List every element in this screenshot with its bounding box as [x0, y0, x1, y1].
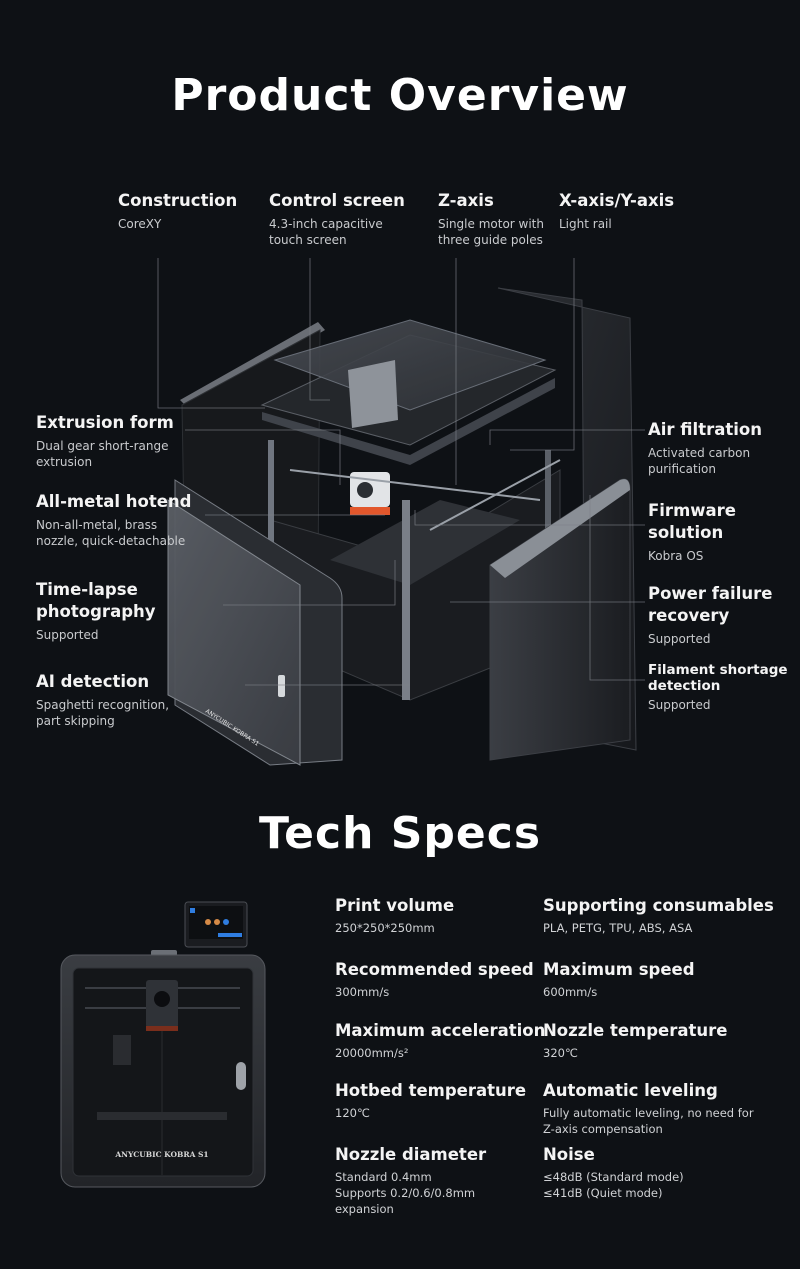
feature-desc: extrusion	[36, 455, 93, 469]
feature-title: Construction	[118, 191, 238, 210]
feature-firmware: Firmware solution Kobra OS	[648, 500, 736, 564]
feature-desc: Supported	[648, 698, 711, 712]
spec-title: Nozzle diameter	[335, 1145, 487, 1164]
feature-title: detection	[648, 678, 721, 694]
feature-title: Firmware	[648, 501, 736, 520]
feature-extrusion-form: Extrusion form Dual gear short-range ext…	[36, 412, 174, 470]
spec-value: Fully automatic leveling, no need for	[543, 1106, 754, 1120]
spec-value: 320℃	[543, 1046, 578, 1060]
feature-title: All-metal hotend	[36, 492, 192, 511]
spec-nozzle-diameter: Nozzle diameter Standard 0.4mm Supports …	[335, 1144, 486, 1217]
spec-nozzle-temperature: Nozzle temperature 320℃	[543, 1020, 727, 1061]
feature-desc: Spaghetti recognition,	[36, 698, 170, 712]
spec-title: Recommended speed	[335, 960, 534, 979]
feature-power-failure: Power failure recovery Supported	[648, 583, 772, 647]
feature-desc: purification	[648, 462, 716, 476]
spec-title: Maximum acceleration	[335, 1021, 546, 1040]
feature-desc: part skipping	[36, 714, 115, 728]
feature-desc: 4.3-inch capacitive	[269, 217, 383, 231]
feature-title: Extrusion form	[36, 413, 174, 432]
spec-value: Standard 0.4mm	[335, 1170, 432, 1184]
spec-value: ≤48dB (Standard mode)	[543, 1170, 684, 1184]
feature-title: Filament shortage	[648, 662, 788, 678]
spec-title: Maximum speed	[543, 960, 695, 979]
spec-value: expansion	[335, 1202, 394, 1216]
feature-title: solution	[648, 523, 724, 542]
spec-title: Supporting consumables	[543, 896, 774, 915]
spec-hotbed-temperature: Hotbed temperature 120℃	[335, 1080, 526, 1121]
spec-title: Hotbed temperature	[335, 1081, 527, 1100]
feature-xy-axis: X-axis/Y-axis Light rail	[559, 190, 674, 232]
feature-desc: Kobra OS	[648, 549, 704, 563]
feature-title: Control screen	[269, 191, 405, 210]
feature-desc: Single motor with	[438, 217, 544, 231]
svg-text:ANYCUBIC KOBRA S1: ANYCUBIC KOBRA S1	[114, 1150, 208, 1159]
spec-recommended-speed: Recommended speed 300mm/s	[335, 959, 534, 1000]
feature-z-axis: Z-axis Single motor with three guide pol…	[438, 190, 544, 248]
feature-filament-detection: Filament shortage detection Supported	[648, 662, 788, 713]
feature-hotend: All-metal hotend Non-all-metal, brass no…	[36, 491, 191, 549]
feature-desc: Supported	[648, 632, 711, 646]
spec-value: 20000mm/s²	[335, 1046, 409, 1060]
feature-title: Time-lapse	[36, 580, 138, 599]
overview-title: Product Overview	[171, 70, 629, 121]
spec-consumables: Supporting consumables PLA, PETG, TPU, A…	[543, 895, 774, 936]
feature-title: Z-axis	[438, 191, 494, 210]
specs-title: Tech Specs	[258, 808, 542, 859]
spec-title: Nozzle temperature	[543, 1021, 728, 1040]
feature-title: recovery	[648, 606, 730, 625]
feature-title: AI detection	[36, 672, 150, 691]
spec-automatic-leveling: Automatic leveling Fully automatic level…	[543, 1080, 754, 1137]
feature-desc: Supported	[36, 628, 99, 642]
feature-desc: touch screen	[269, 233, 347, 247]
spec-value: Z-axis compensation	[543, 1122, 663, 1136]
spec-value: PLA, PETG, TPU, ABS, ASA	[543, 921, 693, 935]
feature-desc: CoreXY	[118, 217, 162, 231]
feature-title: photography	[36, 602, 156, 621]
feature-ai-detection: AI detection Spaghetti recognition, part…	[36, 671, 169, 729]
feature-title: X-axis/Y-axis	[559, 191, 675, 210]
spec-maximum-speed: Maximum speed 600mm/s	[543, 959, 695, 1000]
spec-title: Print volume	[335, 896, 455, 915]
feature-construction: Construction CoreXY	[118, 190, 237, 232]
spec-value: 250*250*250mm	[335, 921, 435, 935]
printer-front-image: ANYCUBIC KOBRA S1	[55, 900, 270, 1192]
spec-title: Noise	[543, 1145, 595, 1164]
feature-time-lapse: Time-lapse photography Supported	[36, 579, 156, 643]
spec-title: Automatic leveling	[543, 1081, 718, 1100]
exploded-printer-illustration: ANYCUBIC KOBRA S1	[0, 250, 800, 780]
feature-desc: Non-all-metal, brass	[36, 518, 158, 532]
spec-max-acceleration: Maximum acceleration 20000mm/s²	[335, 1020, 545, 1061]
spec-value: 300mm/s	[335, 985, 390, 999]
feature-desc: nozzle, quick-detachable	[36, 534, 186, 548]
feature-title: Air filtration	[648, 420, 762, 439]
spec-value: ≤41dB (Quiet mode)	[543, 1186, 663, 1200]
feature-control-screen: Control screen 4.3-inch capacitive touch…	[269, 190, 405, 248]
spec-value: 120℃	[335, 1106, 370, 1120]
spec-print-volume: Print volume 250*250*250mm	[335, 895, 454, 936]
feature-desc: three guide poles	[438, 233, 543, 247]
feature-desc: Dual gear short-range	[36, 439, 169, 453]
feature-desc: Activated carbon	[648, 446, 751, 460]
feature-air-filtration: Air filtration Activated carbon purifica…	[648, 419, 762, 477]
feature-title: Power failure	[648, 584, 773, 603]
feature-desc: Light rail	[559, 217, 612, 231]
spec-value: 600mm/s	[543, 985, 598, 999]
spec-value: Supports 0.2/0.6/0.8mm	[335, 1186, 476, 1200]
spec-noise: Noise ≤48dB (Standard mode) ≤41dB (Quiet…	[543, 1144, 684, 1201]
